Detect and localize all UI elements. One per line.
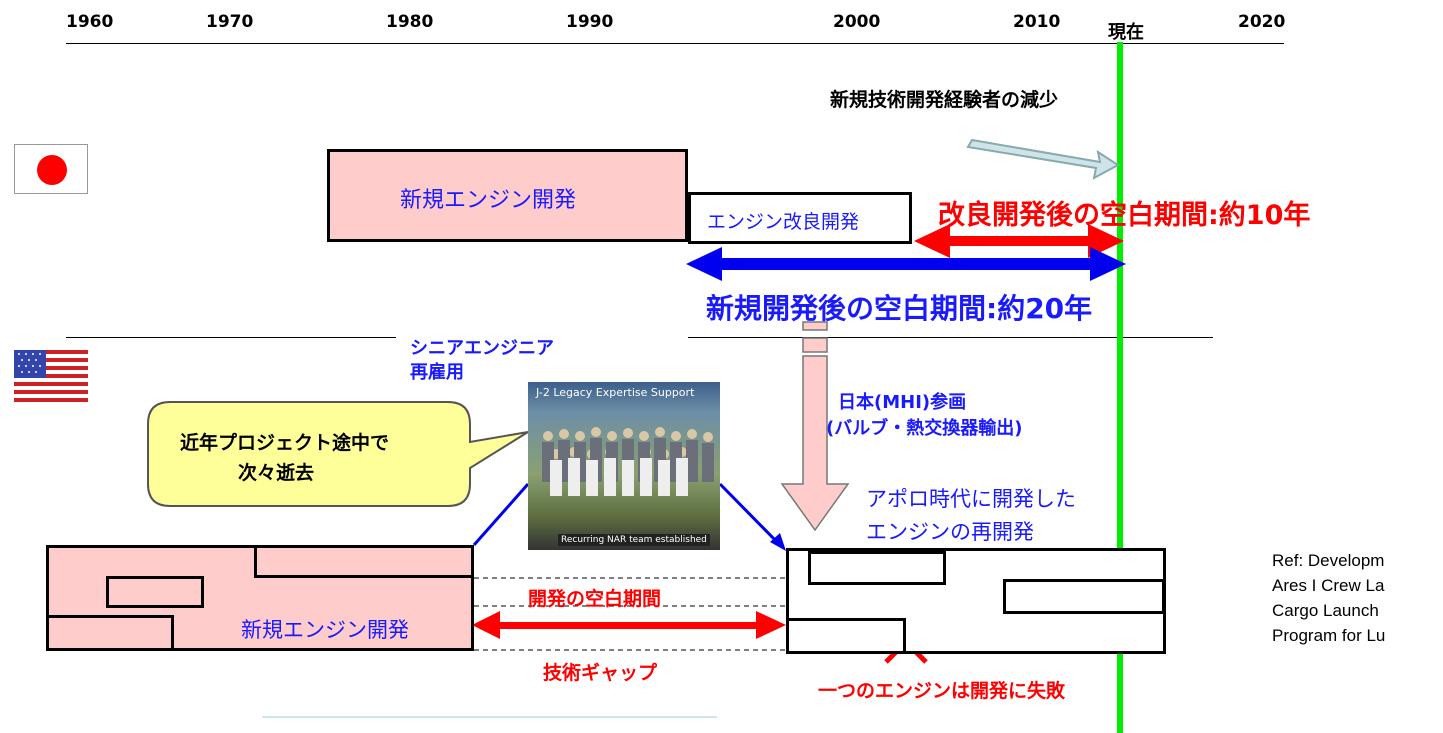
callout-text-2: 次々逝去	[238, 462, 315, 484]
japan-improve-box: エンジン改良開発	[688, 192, 912, 244]
timeline-axis	[66, 43, 1284, 44]
japan-flag-icon	[14, 144, 88, 194]
senior-label-1: シニアエンジニア	[410, 338, 554, 359]
usa-gap-arrow	[472, 611, 786, 639]
decline-arrow	[966, 138, 1120, 180]
photo-people	[542, 427, 714, 496]
mhi-down-arrow	[780, 321, 850, 532]
decline-label: 新規技術開発経験者の減少	[830, 89, 1059, 111]
japan-improve-label: エンジン改良開発	[707, 211, 860, 233]
reference-text: Ref: Developm Ares I Crew La Cargo Launc…	[1272, 548, 1443, 648]
year-2020: 2020	[1238, 12, 1286, 32]
reference-line-4: Program for Lu	[1272, 626, 1386, 645]
apollo-label-2: エンジンの再開発	[866, 520, 1034, 544]
now-label: 現在	[1108, 22, 1144, 43]
year-1960: 1960	[66, 12, 114, 32]
section-divider-left	[66, 337, 396, 338]
year-2010: 2010	[1013, 12, 1061, 32]
japan-new-engine-box: 新規エンジン開発	[327, 149, 688, 242]
apollo-label-1: アポロ時代に開発した	[866, 487, 1076, 511]
team-photo: J-2 Legacy Expertise Support Recurring N…	[528, 382, 720, 550]
photo-connector-right	[718, 482, 782, 547]
gap10-arrow	[914, 224, 1124, 258]
usa-redev-bar-1	[808, 551, 946, 585]
now-line	[1117, 42, 1123, 733]
fail-label: 一つのエンジンは開発に失敗	[818, 680, 1066, 702]
callout-text-1: 近年プロジェクト途中で	[180, 432, 390, 454]
japan-join-label-1: 日本(MHI)参画	[838, 392, 967, 413]
year-1990: 1990	[566, 12, 614, 32]
photo-title: J-2 Legacy Expertise Support	[536, 386, 695, 399]
usa-engine-bar-1	[254, 545, 474, 578]
us-flag-icon	[14, 350, 88, 402]
tech-gap-label: 技術ギャップ	[543, 662, 658, 684]
reference-line-2: Ares I Crew La	[1272, 576, 1385, 595]
photo-caption: Recurring NAR team established	[558, 534, 710, 546]
usa-engine-bar-3	[46, 615, 174, 651]
callout-bubble	[147, 401, 529, 507]
reference-line-3: Cargo Launch	[1272, 601, 1379, 620]
japan-new-engine-label: 新規エンジン開発	[400, 188, 577, 213]
senior-label-2: 再雇用	[410, 362, 464, 383]
usa-gap-label: 開発の空白期間	[528, 588, 662, 610]
year-1980: 1980	[386, 12, 434, 32]
bottom-rule	[262, 716, 717, 718]
year-1970: 1970	[206, 12, 254, 32]
photo-connector-left	[472, 483, 530, 546]
usa-redev-bar-2	[1003, 579, 1165, 614]
reference-line-1: Ref: Developm	[1272, 551, 1385, 570]
year-2000: 2000	[833, 12, 881, 32]
gap20-label: 新規開発後の空白期間:約20年	[706, 292, 1093, 325]
section-divider-right	[688, 337, 1213, 338]
usa-redev-bar-3	[786, 618, 906, 654]
usa-engine-bar-2	[106, 576, 204, 608]
japan-join-label-2: (バルブ・熱交換器輸出)	[826, 418, 1023, 439]
usa-new-engine-label: 新規エンジン開発	[241, 618, 409, 642]
gap20-arrow	[686, 247, 1126, 281]
gap10-label: 改良開発後の空白期間:約10年	[938, 200, 1311, 231]
